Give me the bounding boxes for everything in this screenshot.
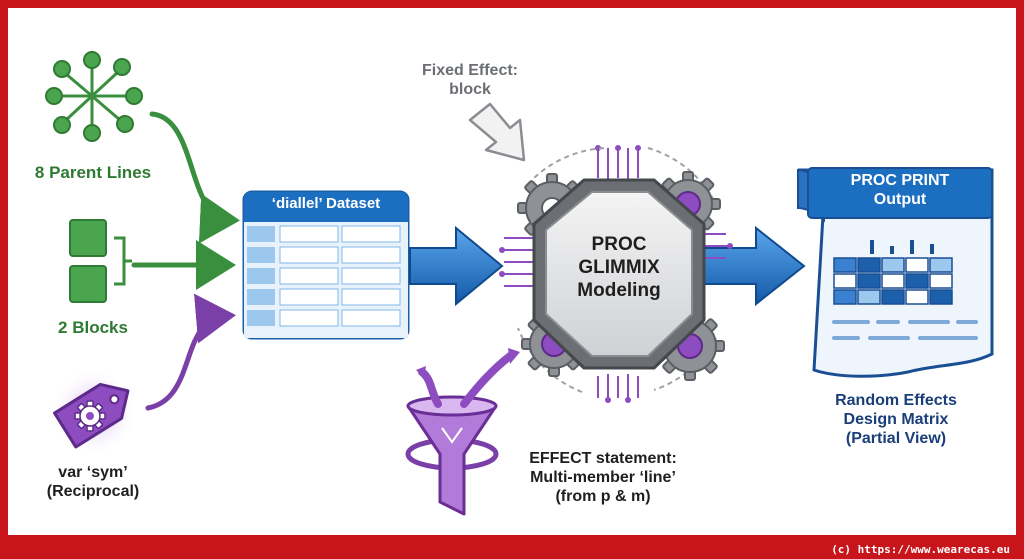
label-effect-statement: EFFECT statement: Multi-member ‘line’ (f… (529, 450, 677, 505)
proc-print-title: PROC PRINT Output (850, 172, 950, 208)
label-output-caption: Random Effects Design Matrix (Partial Vi… (835, 392, 957, 447)
label-fixed-effect: Fixed Effect: block (421, 62, 518, 98)
document-icon (797, 167, 994, 378)
diagram-canvas: 8 Parent Lines 2 Blocks var ‘sym’ (Recip… (8, 8, 1016, 535)
input-connectors (131, 111, 240, 411)
funnel-icon (405, 348, 520, 516)
label-blocks: 2 Blocks (58, 318, 128, 337)
blocks-icon (69, 219, 132, 303)
proc-to-output-arrow (701, 225, 806, 307)
diagram-svg (45, 51, 994, 516)
dataset-to-proc-arrow (409, 225, 504, 307)
dataset-table-icon (242, 190, 410, 340)
fixed-effect-arrow-icon (468, 102, 526, 162)
network-icon (45, 51, 143, 142)
label-parent-lines: 8 Parent Lines (34, 163, 152, 182)
tag-gear-icon (50, 368, 138, 456)
label-var-sym: var ‘sym’ (Reciprocal) (46, 464, 140, 500)
proc-glimmix-title: PROC GLIMMIX Modeling (577, 234, 661, 301)
copyright-footer: (c) https://www.wearecas.eu (831, 543, 1010, 556)
gear-icon (499, 145, 733, 403)
dataset-title: ‘diallel’ Dataset (271, 195, 381, 212)
